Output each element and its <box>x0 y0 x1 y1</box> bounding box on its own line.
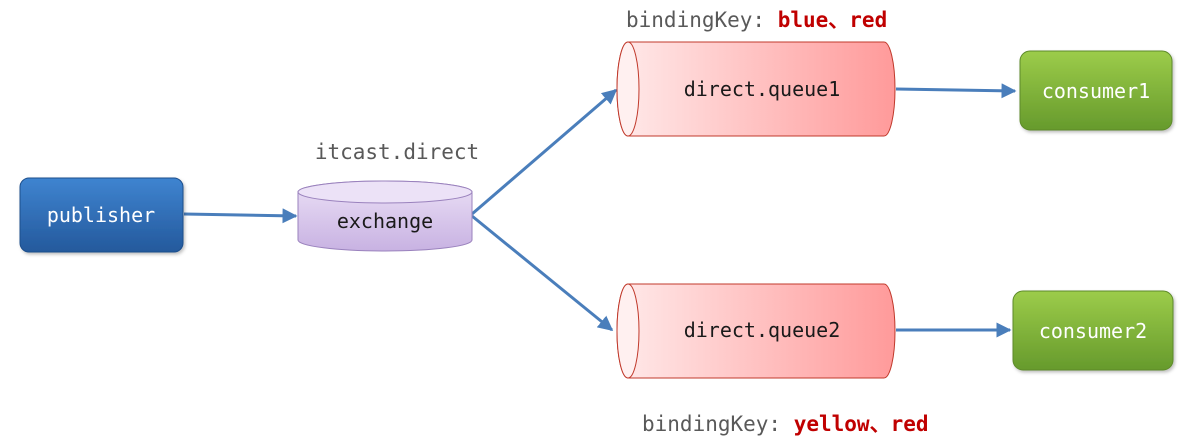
consumer2-label: consumer2 <box>1039 319 1147 343</box>
queue1-node[interactable]: direct.queue1 <box>616 41 896 137</box>
publisher-to-exchange-arrow <box>183 208 298 224</box>
publisher-node[interactable]: publisher <box>19 177 184 253</box>
queue2-binding-values: yellow、red <box>794 412 929 436</box>
queue1-binding-values: blue、red <box>778 8 888 32</box>
queue1-label: direct.queue1 <box>684 77 841 101</box>
exchange-name: itcast.direct <box>315 140 479 164</box>
exchange-label: exchange <box>337 209 433 233</box>
queue2-binding-key: bindingKey: yellow、red <box>642 412 929 436</box>
consumer1-label: consumer1 <box>1042 79 1150 103</box>
exchange-to-queue1-arrow <box>471 88 618 216</box>
arrows <box>183 83 1017 338</box>
queue2-binding-prefix: bindingKey: <box>642 412 794 436</box>
queue1-binding-prefix: bindingKey: <box>626 8 778 32</box>
exchange-node[interactable]: exchange <box>297 180 473 252</box>
queue1-binding-key: bindingKey: blue、red <box>626 8 887 32</box>
exchange-to-queue2-arrow <box>471 214 614 332</box>
queue2-node[interactable]: direct.queue2 <box>616 283 896 379</box>
publisher-label: publisher <box>47 203 155 227</box>
queue2-label: direct.queue2 <box>684 318 841 342</box>
consumer2-node[interactable]: consumer2 <box>1012 290 1174 371</box>
consumer1-node[interactable]: consumer1 <box>1019 50 1173 131</box>
queue1-to-consumer1-arrow <box>895 83 1017 99</box>
